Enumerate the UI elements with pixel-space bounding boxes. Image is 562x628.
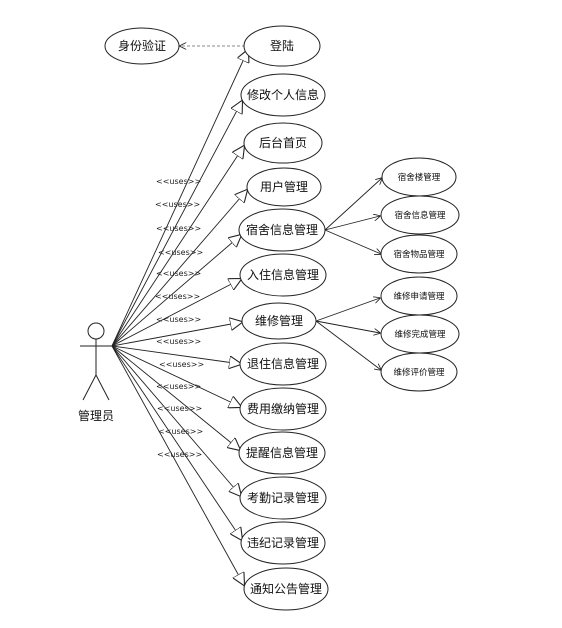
use-case-label: 宿舍物品管理 (393, 249, 445, 260)
assoc-violation-mgmt (111, 345, 242, 540)
use-case-label: 宿舍信息管理 (246, 222, 318, 237)
use-case-label: 通知公告管理 (250, 581, 322, 596)
actor-admin: 管理员 (78, 322, 114, 423)
use-case-label: 维修管理 (255, 313, 303, 328)
use-case-login: 登陆 (243, 25, 321, 67)
stereotype-label: <<uses>> (158, 248, 203, 257)
actor-leg-right (95, 374, 110, 401)
use-case-ellipse (238, 431, 326, 475)
use-case-repair-mgmt: 维修管理 (241, 302, 317, 340)
actor-label: 管理员 (78, 408, 114, 423)
use-case-checkout-mgmt: 退住信息管理 (239, 342, 327, 386)
use-case-label: 宿舍楼管理 (398, 172, 441, 183)
use-case-label: 退住信息管理 (247, 356, 319, 371)
use-case-label: 宿舍信息管理 (394, 210, 446, 221)
stereotype-label: <<uses>> (159, 360, 204, 369)
use-case-ellipse (380, 234, 458, 274)
use-case-label: 维修评价管理 (393, 367, 445, 378)
use-case-label: 费用缴纳管理 (247, 401, 319, 416)
use-case-attendance-mgmt: 考勤记录管理 (239, 476, 327, 520)
associations (111, 50, 248, 585)
use-case-ellipse (239, 253, 327, 297)
use-case-label: 考勤记录管理 (247, 490, 319, 505)
stereotype-label: <<uses>> (156, 382, 201, 391)
use-case-label: 后台首页 (259, 135, 307, 150)
stereotype-label: <<uses>> (156, 337, 201, 346)
stereotype-label: <<uses>> (156, 177, 201, 186)
use-case-repair-apply: 维修申请管理 (380, 276, 458, 316)
use-case-label: 违纪记录管理 (247, 535, 319, 550)
use-case-modify-info: 修改个人信息 (240, 73, 326, 117)
use-case-dorm-info-mgmt: 宿舍信息管理 (238, 208, 326, 252)
use-case-label: 登陆 (270, 38, 294, 53)
stereotype-label: <<uses>> (158, 427, 203, 436)
repair-sub-connections (315, 298, 381, 370)
stereotype-label: <<uses>> (156, 224, 201, 233)
assoc-login (111, 50, 248, 347)
assoc-admin-home (111, 146, 244, 347)
use-case-ellipse (243, 122, 323, 164)
use-case-label: 用户管理 (260, 179, 308, 194)
assoc-reminder-mgmt (111, 345, 240, 450)
stereotype-label: <<uses>> (156, 315, 201, 324)
use-case-ellipse (380, 352, 458, 392)
use-case-ellipse (239, 476, 327, 520)
use-case-ellipse (104, 27, 180, 65)
link-dorm-building (324, 178, 382, 231)
stereotype-label: <<uses>> (156, 269, 201, 278)
stereotype-label: <<uses>> (157, 404, 202, 413)
assoc-attendance-mgmt (111, 345, 241, 496)
actor-head (87, 322, 105, 340)
dorm-sub-connections (324, 178, 382, 254)
use-case-label: 身份验证 (118, 38, 166, 53)
use-case-repair-done: 维修完成管理 (380, 314, 460, 354)
link-repair-apply (315, 298, 380, 322)
stereotype-label: <<uses>> (155, 200, 200, 209)
use-case-ellipse (246, 167, 322, 207)
use-case-identity-check: 身份验证 (104, 27, 180, 65)
link-dorm-goods (324, 229, 381, 254)
use-case-label: 提醒信息管理 (246, 445, 318, 460)
use-case-label: 维修完成管理 (394, 329, 446, 340)
assoc-fee-mgmt (111, 345, 241, 407)
use-case-violation-mgmt: 违纪记录管理 (240, 521, 326, 565)
use-case-ellipse (380, 195, 460, 235)
assoc-repair-mgmt (111, 322, 242, 347)
use-case-ellipse (243, 567, 329, 611)
use-case-ellipse (240, 521, 326, 565)
assoc-dorm-info-mgmt (111, 235, 241, 347)
use-case-label: 修改个人信息 (247, 87, 319, 102)
use-case-checkin-mgmt: 入住信息管理 (239, 253, 327, 297)
link-repair-eval (315, 320, 381, 370)
use-case-notice-mgmt: 通知公告管理 (243, 567, 329, 611)
link-repair-done (315, 320, 380, 333)
assoc-checkout-mgmt (111, 345, 241, 364)
use-case-fee-mgmt: 费用缴纳管理 (239, 387, 327, 431)
use-case-label: 维修申请管理 (393, 291, 445, 302)
use-case-repair-eval: 维修评价管理 (380, 352, 458, 392)
use-case-reminder-mgmt: 提醒信息管理 (238, 431, 326, 475)
use-case-ellipse (239, 342, 327, 386)
link-dorm-info (324, 216, 380, 231)
use-case-label: 入住信息管理 (247, 267, 319, 282)
use-case-dorm-info: 宿舍信息管理 (380, 195, 460, 235)
assoc-checkin-mgmt (111, 279, 241, 347)
use-case-dorm-goods: 宿舍物品管理 (380, 234, 458, 274)
use-case-ellipse (240, 73, 326, 117)
stereotype-labels: <<uses>> <<uses>> <<uses>> <<uses>> <<us… (155, 177, 204, 459)
use-case-ellipse (239, 387, 327, 431)
assoc-user-mgmt (111, 190, 247, 347)
assoc-modify-info (111, 101, 242, 347)
use-case-dorm-building: 宿舍楼管理 (381, 157, 457, 197)
actor-leg-left (82, 374, 97, 401)
assoc-notice-mgmt (111, 345, 244, 585)
use-case-user-mgmt: 用户管理 (246, 167, 322, 207)
stereotype-label: <<uses>> (155, 292, 200, 301)
use-case-ellipse (243, 25, 321, 67)
stereotype-label: <<uses>> (157, 450, 202, 459)
use-case-admin-home: 后台首页 (243, 122, 323, 164)
